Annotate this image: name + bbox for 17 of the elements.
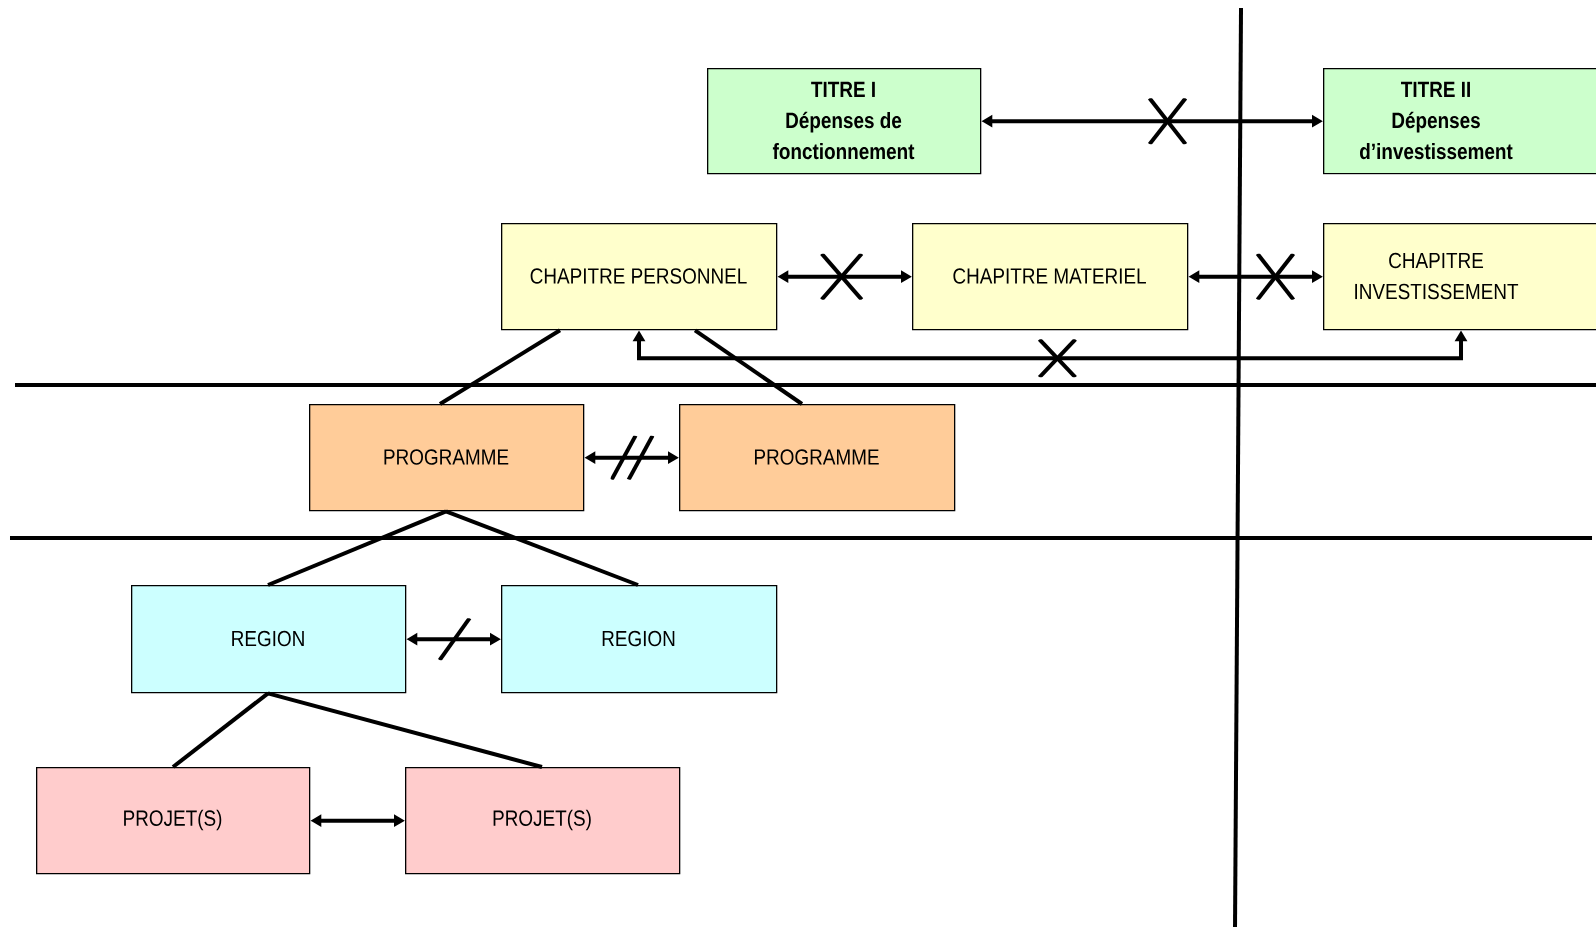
connector <box>267 509 447 587</box>
process-box: PROJET(S) <box>36 767 311 875</box>
title-box: TITRE II Dépenses d’investissement <box>1323 68 1596 175</box>
connector <box>267 691 543 769</box>
connector <box>438 328 562 406</box>
connector <box>693 328 804 406</box>
process-box: CHAPITRE MATERIEL <box>912 223 1189 331</box>
process-box: PROGRAMME <box>309 404 585 512</box>
title-box: TITRE I Dépenses de fonctionnement <box>707 68 982 175</box>
process-box: CHAPITRE PERSONNEL <box>501 223 778 331</box>
process-box: PROGRAMME <box>679 404 956 512</box>
process-box: PROJET(S) <box>405 767 681 875</box>
process-box: REGION <box>131 585 407 694</box>
process-box: REGION <box>501 585 778 694</box>
process-box: CHAPITRE INVESTISSEMENT <box>1323 223 1596 331</box>
connector <box>171 691 270 769</box>
connector <box>445 509 639 587</box>
